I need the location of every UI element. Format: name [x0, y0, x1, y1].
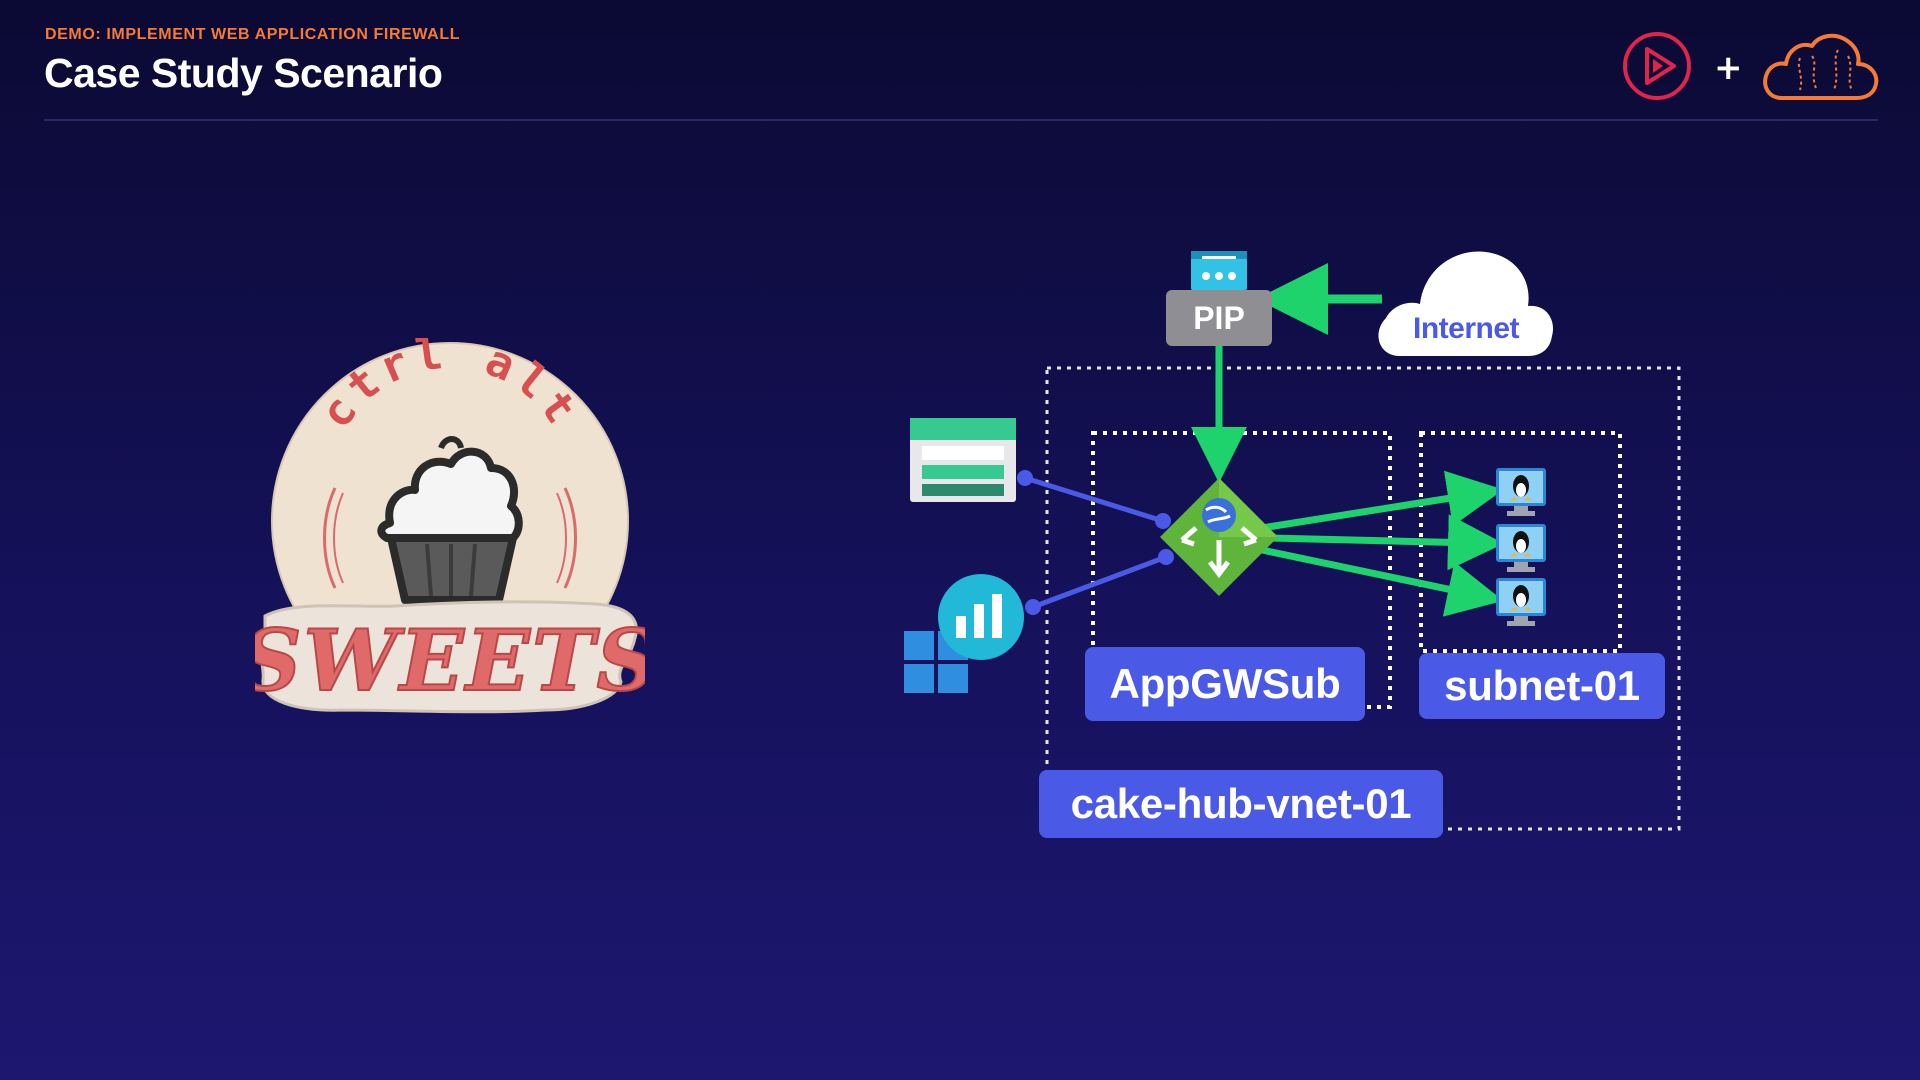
linux-vm-icon [1496, 468, 1546, 516]
arrow-appgw-to-vm3 [1261, 546, 1504, 617]
internet-cloud-icon [1378, 251, 1553, 356]
vnet-label: cake-hub-vnet-01 [1039, 770, 1443, 838]
page-title: Case Study Scenario [44, 50, 443, 96]
arrow-appgw-to-vm1 [1261, 470, 1504, 532]
header-divider [44, 119, 1878, 121]
connector-storage-to-appgw [1024, 475, 1164, 524]
pip-label: PIP [1166, 290, 1272, 346]
insights-icon [904, 574, 1024, 693]
public-ip-icon [1191, 251, 1247, 291]
internet-label: Internet [1412, 312, 1520, 345]
appgw-subnet-boundary [1091, 431, 1392, 709]
plus-sign: + [1714, 48, 1743, 88]
pluralsight-play-icon [1623, 32, 1691, 100]
arrow-appgw-to-vm2 [1267, 514, 1504, 571]
vm-subnet-label: subnet-01 [1419, 653, 1665, 719]
appgw-subnet-label: AppGWSub [1085, 647, 1365, 721]
connector-insights-to-appgw [1032, 554, 1167, 610]
cloud-brand-icon [1763, 33, 1879, 100]
header-subtitle: DEMO: IMPLEMENT WEB APPLICATION FIREWALL [45, 26, 461, 43]
storage-table-icon [910, 418, 1016, 502]
linux-vm-icon [1496, 524, 1546, 572]
application-gateway-icon [1160, 478, 1278, 596]
ctrl-alt-sweets-logo: ctrl alt SWEETS [255, 338, 645, 714]
linux-vm-icon [1496, 578, 1546, 626]
vnet-boundary [1045, 366, 1681, 831]
logo-bottom-text: SWEETS [255, 611, 645, 710]
